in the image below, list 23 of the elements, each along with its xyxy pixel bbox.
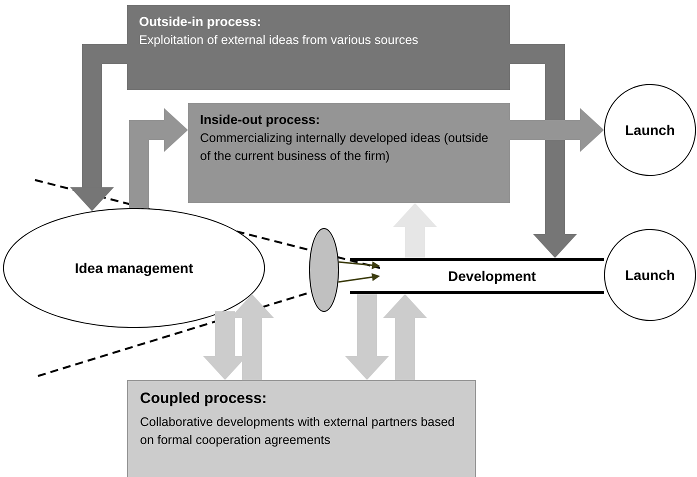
arrow [338, 273, 380, 283]
arrow [393, 203, 437, 258]
process-title: Inside-out process: [200, 111, 320, 129]
development-channel [380, 258, 604, 294]
arrow [510, 108, 604, 152]
arrow [345, 294, 389, 380]
arrow [510, 44, 577, 258]
process-box [127, 5, 510, 90]
stage-label: Development [448, 266, 536, 286]
process-description: Exploitation of external ideas from various sources [139, 32, 418, 49]
stage-label: Launch [625, 266, 675, 284]
stage-label: Idea management [74, 258, 194, 278]
process-box [127, 380, 476, 477]
process-box [188, 103, 510, 203]
stage-label: Launch [625, 120, 675, 140]
process-description: Collaborative developments with external partners based on formal cooperation agreements [140, 414, 456, 450]
arrow [338, 261, 380, 270]
process-description: Commercializing internally developed ideas (outside of the current business of the firm) [200, 130, 490, 165]
arrow [129, 108, 188, 208]
arrow [70, 44, 127, 212]
process-title: Coupled process: [140, 389, 267, 409]
arrow [383, 294, 427, 380]
process-title: Outside-in process: [139, 13, 262, 31]
